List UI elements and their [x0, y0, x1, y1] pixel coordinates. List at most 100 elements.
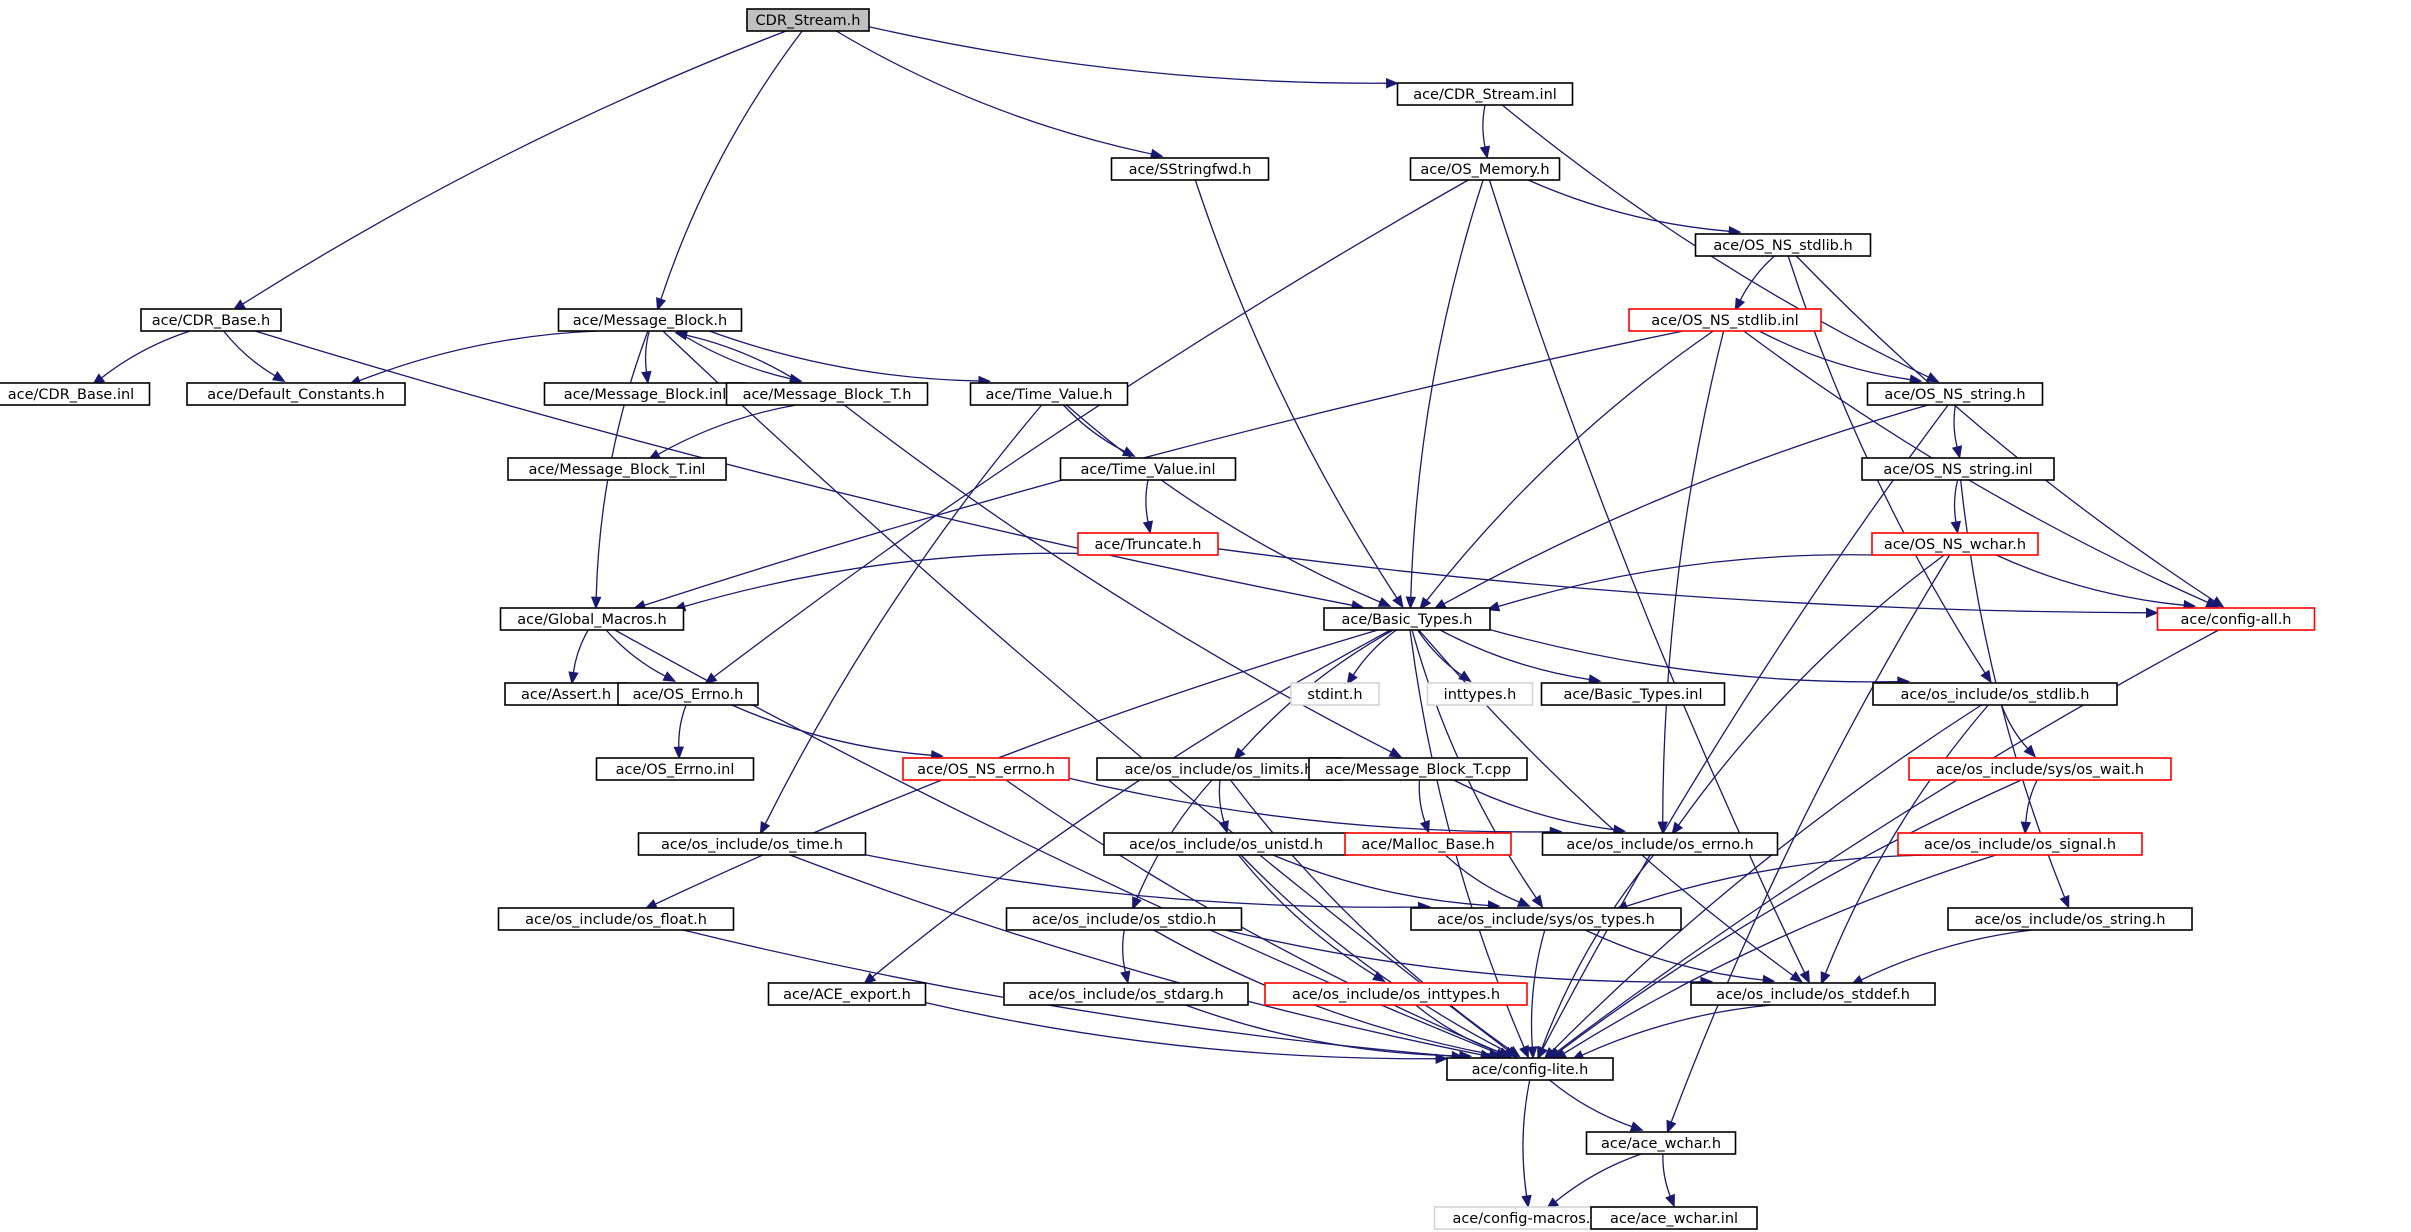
node-os_ns_errno_h[interactable]: ace/OS_NS_errno.h	[902, 757, 1070, 781]
node-message_block_t_h[interactable]: ace/Message_Block_T.h	[725, 382, 929, 406]
arrowhead	[863, 972, 877, 985]
arrowhead	[1543, 1047, 1557, 1060]
node-os_ns_stdlib_inl[interactable]: ace/OS_NS_stdlib.inl	[1628, 308, 1822, 332]
node-label: ace/config-all.h	[2180, 612, 2291, 628]
node-cdr_base_h[interactable]: ace/CDR_Base.h	[140, 308, 282, 332]
edge-os_ns_wchar_h-to-config_all_h	[1995, 554, 2197, 611]
edge-cdr_stream_inl-to-os_memory_h	[1479, 104, 1491, 160]
node-sstringfwd_h[interactable]: ace/SStringfwd.h	[1110, 157, 1270, 181]
node-os_errno_h[interactable]: ace/OS_Errno.h	[617, 682, 759, 706]
edge-line	[1185, 1004, 1460, 1057]
arrowhead	[1388, 747, 1403, 758]
node-ace_wchar_h[interactable]: ace/ace_wchar.h	[1585, 1131, 1737, 1155]
node-ace_export_h[interactable]: ace/ACE_export.h	[767, 982, 927, 1006]
arrowhead	[1527, 1046, 1538, 1060]
node-os_stddef_h[interactable]: ace/os_include/os_stddef.h	[1690, 982, 1936, 1006]
node-os_limits_h[interactable]: ace/os_include/os_limits.h	[1096, 757, 1342, 781]
node-box	[557, 308, 743, 332]
arrowhead	[1372, 971, 1386, 983]
node-box	[1308, 757, 1528, 781]
node-ace_wchar_inl[interactable]: ace/ace_wchar.inl	[1590, 1206, 1758, 1230]
node-basic_types_inl[interactable]: ace/Basic_Types.inl	[1540, 682, 1726, 706]
edge-line	[1563, 854, 1997, 1054]
node-os_signal_h[interactable]: ace/os_include/os_signal.h	[1897, 832, 2143, 856]
node-config_all_h[interactable]: ace/config-all.h	[2156, 607, 2316, 631]
node-os_ns_stdlib_h[interactable]: ace/OS_NS_stdlib.h	[1694, 233, 1872, 257]
edge-os_time_h-to-sys_os_types_h	[865, 854, 1431, 913]
node-sys_os_types_h[interactable]: ace/os_include/sys/os_types.h	[1410, 907, 1682, 931]
edge-line	[1237, 854, 1376, 977]
node-os_ns_wchar_h[interactable]: ace/OS_NS_wchar.h	[1871, 532, 2039, 556]
edge-message_block_t_h-to-message_block_h	[674, 330, 802, 384]
node-cdr_stream_inl[interactable]: ace/CDR_Stream.inl	[1396, 82, 1574, 106]
edge-line	[868, 26, 1387, 84]
node-time_value_h[interactable]: ace/Time_Value.h	[969, 382, 1129, 406]
edge-os_include_errno_h-to-config_lite_h	[1537, 854, 1655, 1061]
node-label: ace/Message_Block_T.inl	[529, 462, 706, 478]
node-label: ace/os_include/sys/os_wait.h	[1936, 762, 2144, 778]
node-os_unistd_h[interactable]: ace/os_include/os_unistd.h	[1103, 832, 1349, 856]
node-os_time_h[interactable]: ace/os_include/os_time.h	[637, 832, 867, 856]
node-box	[1344, 832, 1512, 856]
node-truncate_h[interactable]: ace/Truncate.h	[1077, 532, 1219, 556]
edge-os_ns_string_h-to-basic_types_h	[1433, 404, 1929, 610]
node-label: ace/os_include/os_time.h	[661, 837, 843, 853]
node-label: ace/OS_NS_string.h	[1884, 387, 2025, 403]
node-box	[1872, 682, 2118, 706]
node-os_include_errno_h[interactable]: ace/os_include/os_errno.h	[1541, 832, 1779, 856]
edge-global_macros_h-to-assert_h	[568, 629, 589, 685]
edge-os_stddef_h-to-config_lite_h	[1570, 1004, 1772, 1061]
node-os_include_string_h[interactable]: ace/os_include/os_string.h	[1947, 907, 2193, 931]
node-time_value_inl[interactable]: ace/Time_Value.inl	[1059, 457, 1237, 481]
node-os_errno_inl[interactable]: ace/OS_Errno.inl	[595, 757, 755, 781]
node-cdr_base_inl[interactable]: ace/CDR_Base.inl	[0, 382, 151, 406]
edge-os_stdarg_h-to-config_lite_h	[1185, 1004, 1473, 1062]
node-os_float_h[interactable]: ace/os_include/os_float.h	[497, 907, 735, 931]
node-basic_types_h[interactable]: ace/Basic_Types.h	[1323, 607, 1491, 631]
node-config_lite_h[interactable]: ace/config-lite.h	[1446, 1057, 1614, 1081]
node-label: ace/CDR_Base.inl	[8, 387, 134, 403]
arrowhead	[1531, 894, 1544, 909]
edge-line	[925, 1001, 1437, 1060]
edge-ace_wchar_h-to-ace_wchar_inl	[1662, 1153, 1675, 1208]
arrowhead	[1665, 1193, 1675, 1208]
node-os_ns_string_inl[interactable]: ace/OS_NS_string.inl	[1861, 457, 2055, 481]
node-default_constants_h[interactable]: ace/Default_Constants.h	[186, 382, 406, 406]
edge-line	[1443, 404, 1929, 605]
edge-line	[789, 854, 1482, 1056]
edge-line	[644, 330, 650, 373]
node-message_block_t_cpp[interactable]: ace/Message_Block_T.cpp	[1308, 757, 1528, 781]
node-message_block_inl[interactable]: ace/Message_Block.inl	[543, 382, 747, 406]
edge-sys_os_types_h-to-os_stddef_h	[1584, 929, 1776, 986]
node-os_stdarg_h[interactable]: ace/os_include/os_stdarg.h	[1003, 982, 1249, 1006]
edge-line	[662, 330, 1510, 1052]
arrowhead	[568, 671, 579, 685]
node-sys_os_wait_h[interactable]: ace/os_include/sys/os_wait.h	[1908, 757, 2172, 781]
edge-config_lite_h-to-config_macros_h	[1521, 1079, 1532, 1209]
node-box	[1323, 607, 1491, 631]
node-message_block_t_inl[interactable]: ace/Message_Block_T.inl	[507, 457, 727, 481]
node-global_macros_h[interactable]: ace/Global_Macros.h	[499, 607, 685, 631]
node-assert_h[interactable]: ace/Assert.h	[504, 682, 628, 706]
node-label: ace/os_include/os_errno.h	[1566, 837, 1753, 853]
node-os_inttypes_h[interactable]: ace/os_include/os_inttypes.h	[1264, 982, 1528, 1006]
node-malloc_base_h[interactable]: ace/Malloc_Base.h	[1344, 832, 1512, 856]
node-os_include_os_stdlib_h[interactable]: ace/os_include/os_stdlib.h	[1872, 682, 2118, 706]
edge-malloc_base_h-to-sys_os_types_h	[1444, 854, 1531, 907]
node-os_ns_string_h[interactable]: ace/OS_NS_string.h	[1866, 382, 2044, 406]
node-message_block_h[interactable]: ace/Message_Block.h	[557, 308, 743, 332]
node-box	[140, 308, 282, 332]
node-os_stdio_h[interactable]: ace/os_include/os_stdio.h	[1005, 907, 1243, 931]
edge-line	[1626, 854, 1951, 907]
edge-line	[1542, 404, 1949, 1050]
edge-line	[1498, 554, 1875, 608]
edge-line	[1417, 629, 1462, 676]
node-box	[1628, 308, 1822, 332]
node-os_memory_h[interactable]: ace/OS_Memory.h	[1409, 157, 1561, 181]
node-box	[767, 982, 927, 1006]
node-box	[0, 382, 151, 406]
edge-os_ns_stdlib_inl-to-basic_types_h	[1419, 330, 1714, 611]
node-cdr_stream_h[interactable]: CDR_Stream.h	[746, 8, 870, 32]
arrowhead	[1516, 897, 1531, 907]
node-label: ace/OS_Errno.inl	[616, 762, 735, 778]
